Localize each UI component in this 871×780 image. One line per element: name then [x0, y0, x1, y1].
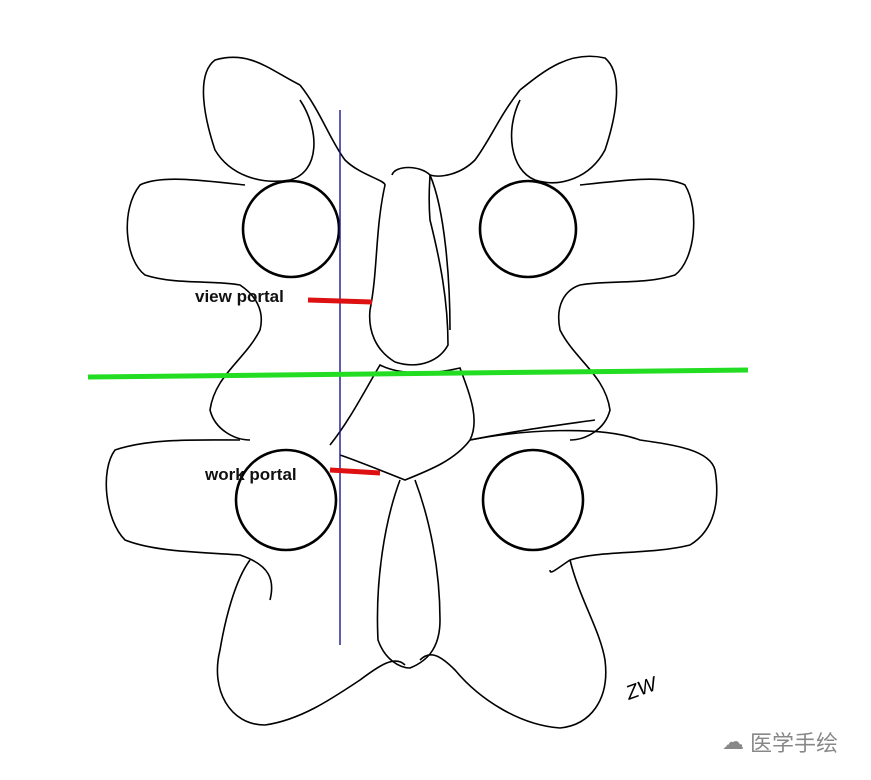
lower-right-inferior-process	[419, 559, 607, 729]
upper-right-transverse-process	[558, 178, 695, 441]
upper-right-superior-process	[510, 55, 618, 184]
lower-spinous-process	[376, 479, 441, 669]
watermark: ☁医学手绘	[722, 726, 838, 758]
wechat-icon: ☁	[722, 729, 744, 754]
upper-left-pedicle	[241, 179, 341, 279]
upper-spinous-process	[391, 166, 451, 331]
watermark-text: 医学手绘	[750, 731, 839, 756]
lower-right-transverse-process	[469, 429, 718, 573]
lower-right-pedicle	[481, 448, 585, 552]
upper-left-lamina	[299, 84, 449, 366]
work-portal-marker	[329, 467, 381, 476]
view-portal-marker	[307, 297, 373, 305]
work-portal-label: work portal	[205, 465, 297, 484]
lower-left-pedicle	[234, 448, 338, 552]
upper-left-superior-process	[202, 56, 315, 182]
horizontal-reference-line	[87, 367, 749, 380]
upper-right-pedicle	[478, 179, 578, 279]
upper-left-transverse-process	[126, 178, 262, 441]
upper-right-lower-edge	[469, 419, 596, 441]
lower-left-inferior-process	[216, 559, 406, 726]
lower-central-lamina	[329, 363, 475, 481]
view-portal-label: view portal	[195, 287, 284, 306]
lower-left-transverse-process	[105, 439, 273, 601]
upper-right-lamina	[429, 89, 521, 177]
